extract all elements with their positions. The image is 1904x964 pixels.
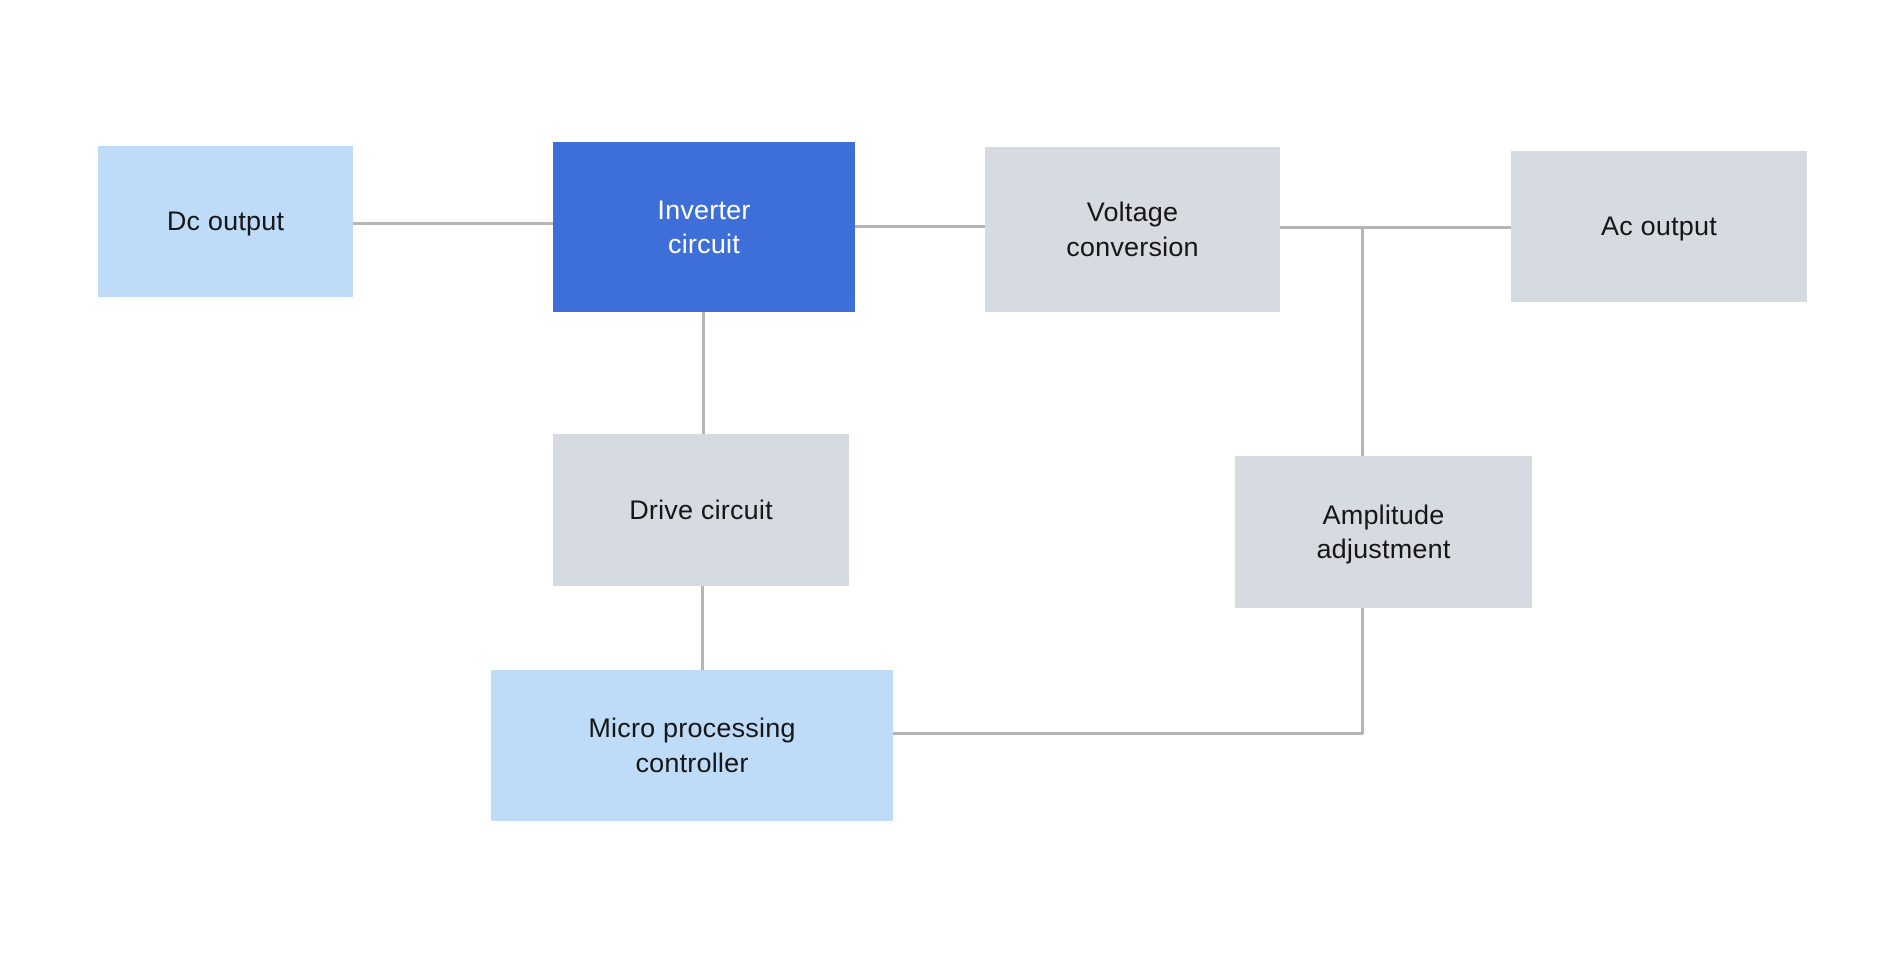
node-voltage-conversion[interactable]: Voltage conversion (985, 147, 1280, 312)
node-label-amplitude-adjustment: Amplitude adjustment (1316, 499, 1451, 564)
node-inverter-circuit[interactable]: Inverter circuit (553, 142, 855, 312)
node-dc-output[interactable]: Dc output (98, 146, 353, 297)
node-drive-circuit[interactable]: Drive circuit (553, 434, 849, 586)
node-ac-output[interactable]: Ac output (1511, 151, 1807, 302)
connector-inverter-circuit-to-voltage-conversion (855, 225, 985, 228)
connector-inverter-circuit-to-drive-circuit (702, 312, 705, 434)
connector-voltage-ac-line-junction-to-amplitude-adjustment (1361, 227, 1364, 456)
node-label-dc-output: Dc output (166, 206, 285, 237)
connector-drive-circuit-to-micro-processing-controller (701, 586, 704, 670)
node-label-ac-output: Ac output (1601, 211, 1717, 242)
connector-dc-output-to-inverter-circuit (353, 222, 553, 225)
node-label-inverter-circuit: Inverter circuit (657, 194, 751, 259)
connector-voltage-conversion-to-ac-output (1280, 226, 1511, 229)
node-label-micro-processing-controller: Micro processing controller (588, 713, 796, 778)
node-label-drive-circuit: Drive circuit (629, 494, 773, 525)
node-micro-processing-controller[interactable]: Micro processing controller (491, 670, 893, 821)
connector-micro-processing-controller-to-bottom-corner (893, 732, 1363, 735)
connector-amplitude-adjustment-to-bottom-corner (1361, 608, 1364, 734)
node-label-voltage-conversion: Voltage conversion (1066, 197, 1199, 262)
node-amplitude-adjustment[interactable]: Amplitude adjustment (1235, 456, 1532, 608)
